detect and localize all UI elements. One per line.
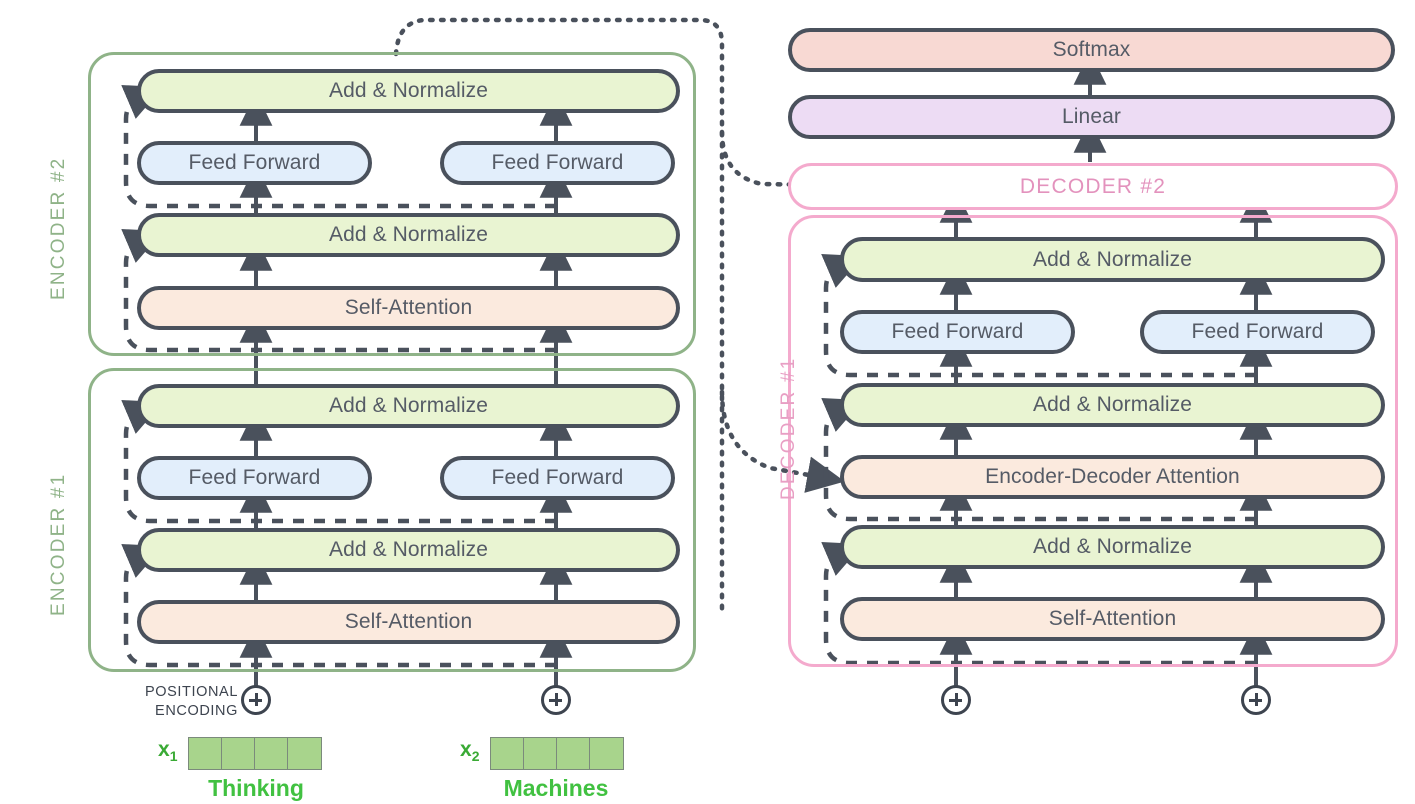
decoder1-self-attention[interactable]: Self-Attention (840, 597, 1385, 641)
embedding-label-x2: x2 (460, 738, 479, 764)
positional-encoding-line-2: ENCODING (155, 702, 238, 719)
embedding-cell (524, 738, 557, 769)
encoder2-feed-forward-right[interactable]: Feed Forward (440, 141, 675, 185)
embedding-label-x2-base: x (460, 738, 472, 761)
input-word-1: Thinking (208, 775, 304, 801)
decoder-block-2[interactable]: DECODER #2 (788, 163, 1398, 210)
embedding-cell (491, 738, 524, 769)
encoder2-add-normalize-bottom[interactable]: Add & Normalize (137, 213, 680, 257)
embedding-vector-x1 (188, 737, 322, 770)
positional-encoding-label: POSITIONAL ENCODING (138, 683, 238, 720)
softmax-layer[interactable]: Softmax (788, 28, 1395, 72)
positional-encoding-plus-icon-4 (1241, 685, 1271, 715)
positional-encoding-plus-icon-3 (941, 685, 971, 715)
embedding-label-x2-index: 2 (471, 748, 480, 765)
embedding-vector-x2 (490, 737, 624, 770)
embedding-cell (222, 738, 255, 769)
decoder-block-1-container[interactable] (788, 215, 1398, 667)
embedding-label-x1: x1 (158, 738, 177, 764)
embedding-label-x1-base: x (158, 738, 170, 761)
encoder-block-1-container[interactable] (88, 368, 696, 672)
encoder1-add-normalize-top[interactable]: Add & Normalize (137, 384, 680, 428)
linear-layer[interactable]: Linear (788, 95, 1395, 139)
embedding-cell (590, 738, 623, 769)
encoder1-add-normalize-bottom[interactable]: Add & Normalize (137, 528, 680, 572)
decoder1-add-normalize-bottom[interactable]: Add & Normalize (840, 525, 1385, 569)
encoder2-add-normalize-top[interactable]: Add & Normalize (137, 69, 680, 113)
decoder1-feed-forward-right[interactable]: Feed Forward (1140, 310, 1375, 354)
decoder1-encoder-decoder-attention[interactable]: Encoder-Decoder Attention (840, 455, 1385, 499)
encoder-block-2-container[interactable] (88, 52, 696, 356)
input-word-2: Machines (503, 775, 609, 801)
encoder2-self-attention[interactable]: Self-Attention (137, 286, 680, 330)
positional-encoding-plus-icon-2 (541, 685, 571, 715)
positional-encoding-plus-icon-1 (241, 685, 271, 715)
encoder2-feed-forward-left[interactable]: Feed Forward (137, 141, 372, 185)
decoder1-feed-forward-left[interactable]: Feed Forward (840, 310, 1075, 354)
positional-encoding-line-1: POSITIONAL (144, 684, 238, 700)
encoder1-feed-forward-right[interactable]: Feed Forward (440, 456, 675, 500)
encoder1-self-attention[interactable]: Self-Attention (137, 600, 680, 644)
embedding-cell (288, 738, 321, 769)
decoder-block-1-label: DECODER #1 (778, 356, 799, 500)
encoder-block-1-label: ENCODER #1 (48, 472, 69, 616)
encoder1-feed-forward-left[interactable]: Feed Forward (137, 456, 372, 500)
embedding-cell (255, 738, 288, 769)
embedding-label-x1-index: 1 (169, 748, 178, 765)
encoder-block-2-label: ENCODER #2 (48, 156, 69, 300)
embedding-cell (189, 738, 222, 769)
decoder1-add-normalize-top[interactable]: Add & Normalize (840, 237, 1385, 282)
embedding-cell (557, 738, 590, 769)
decoder1-add-normalize-middle[interactable]: Add & Normalize (840, 383, 1385, 427)
